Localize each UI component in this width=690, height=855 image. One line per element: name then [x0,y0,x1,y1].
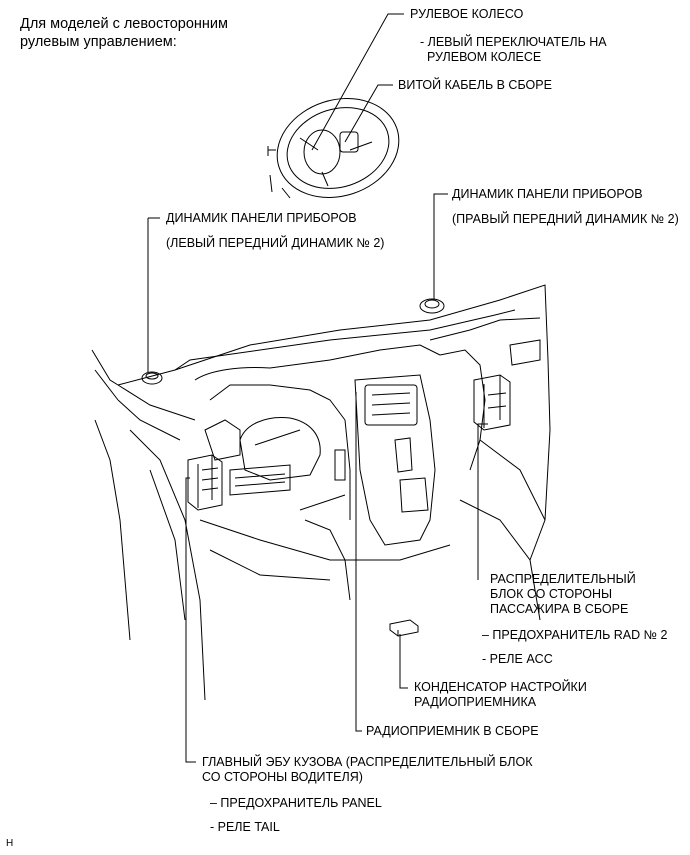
left-speaker-illustration [141,371,163,385]
label-radio: РАДИОПРИЕМНИК В СБОРЕ [366,724,539,738]
label-tuning-condenser: КОНДЕНСАТОР НАСТРОЙКИ РАДИОПРИЕМНИКА [414,680,587,709]
leader-lines [147,13,488,763]
body-ecu-illustration [187,454,223,511]
diagram-heading: Для моделей с левосторонним рулевым упра… [20,16,228,50]
label-relay-tail: - РЕЛЕ TAIL [210,820,280,834]
label-fuse-rad: – ПРЕДОХРАНИТЕЛЬ RAD № 2 [482,628,668,642]
label-left-speaker-sub: (ЛЕВЫЙ ПЕРЕДНИЙ ДИНАМИК № 2) [166,236,385,250]
passenger-junction-block-illustration [473,374,511,431]
label-steering-wheel: РУЛЕВОЕ КОЛЕСО [410,7,524,21]
label-right-speaker-sub: (ПРАВЫЙ ПЕРЕДНИЙ ДИНАМИК № 2) [452,212,679,226]
right-speaker-illustration [419,298,445,314]
instrument-panel-illustration [91,284,551,701]
tuning-condenser-illustration [389,619,419,637]
label-relay-acc: - РЕЛЕ ACC [482,652,553,666]
label-left-speaker-title: ДИНАМИК ПАНЕЛИ ПРИБОРОВ [166,211,357,225]
label-body-ecu: ГЛАВНЫЙ ЭБУ КУЗОВА (РАСПРЕДЕЛИТЕЛЬНЫЙ БЛ… [202,755,533,784]
label-spiral-cable: ВИТОЙ КАБЕЛЬ В СБОРЕ [398,78,552,92]
label-fuse-panel: – ПРЕДОХРАНИТЕЛЬ PANEL [210,796,382,810]
steering-wheel-illustration [267,97,400,199]
label-passenger-junction-block: РАСПРЕДЕЛИТЕЛЬНЫЙ БЛОК СО СТОРОНЫ ПАССАЖ… [490,572,636,616]
label-right-speaker-title: ДИНАМИК ПАНЕЛИ ПРИБОРОВ [452,187,643,201]
label-steering-switch: - ЛЕВЫЙ ПЕРЕКЛЮЧАТЕЛЬ НА РУЛЕВОМ КОЛЕСЕ [420,35,607,64]
figure-code: H [6,838,14,849]
